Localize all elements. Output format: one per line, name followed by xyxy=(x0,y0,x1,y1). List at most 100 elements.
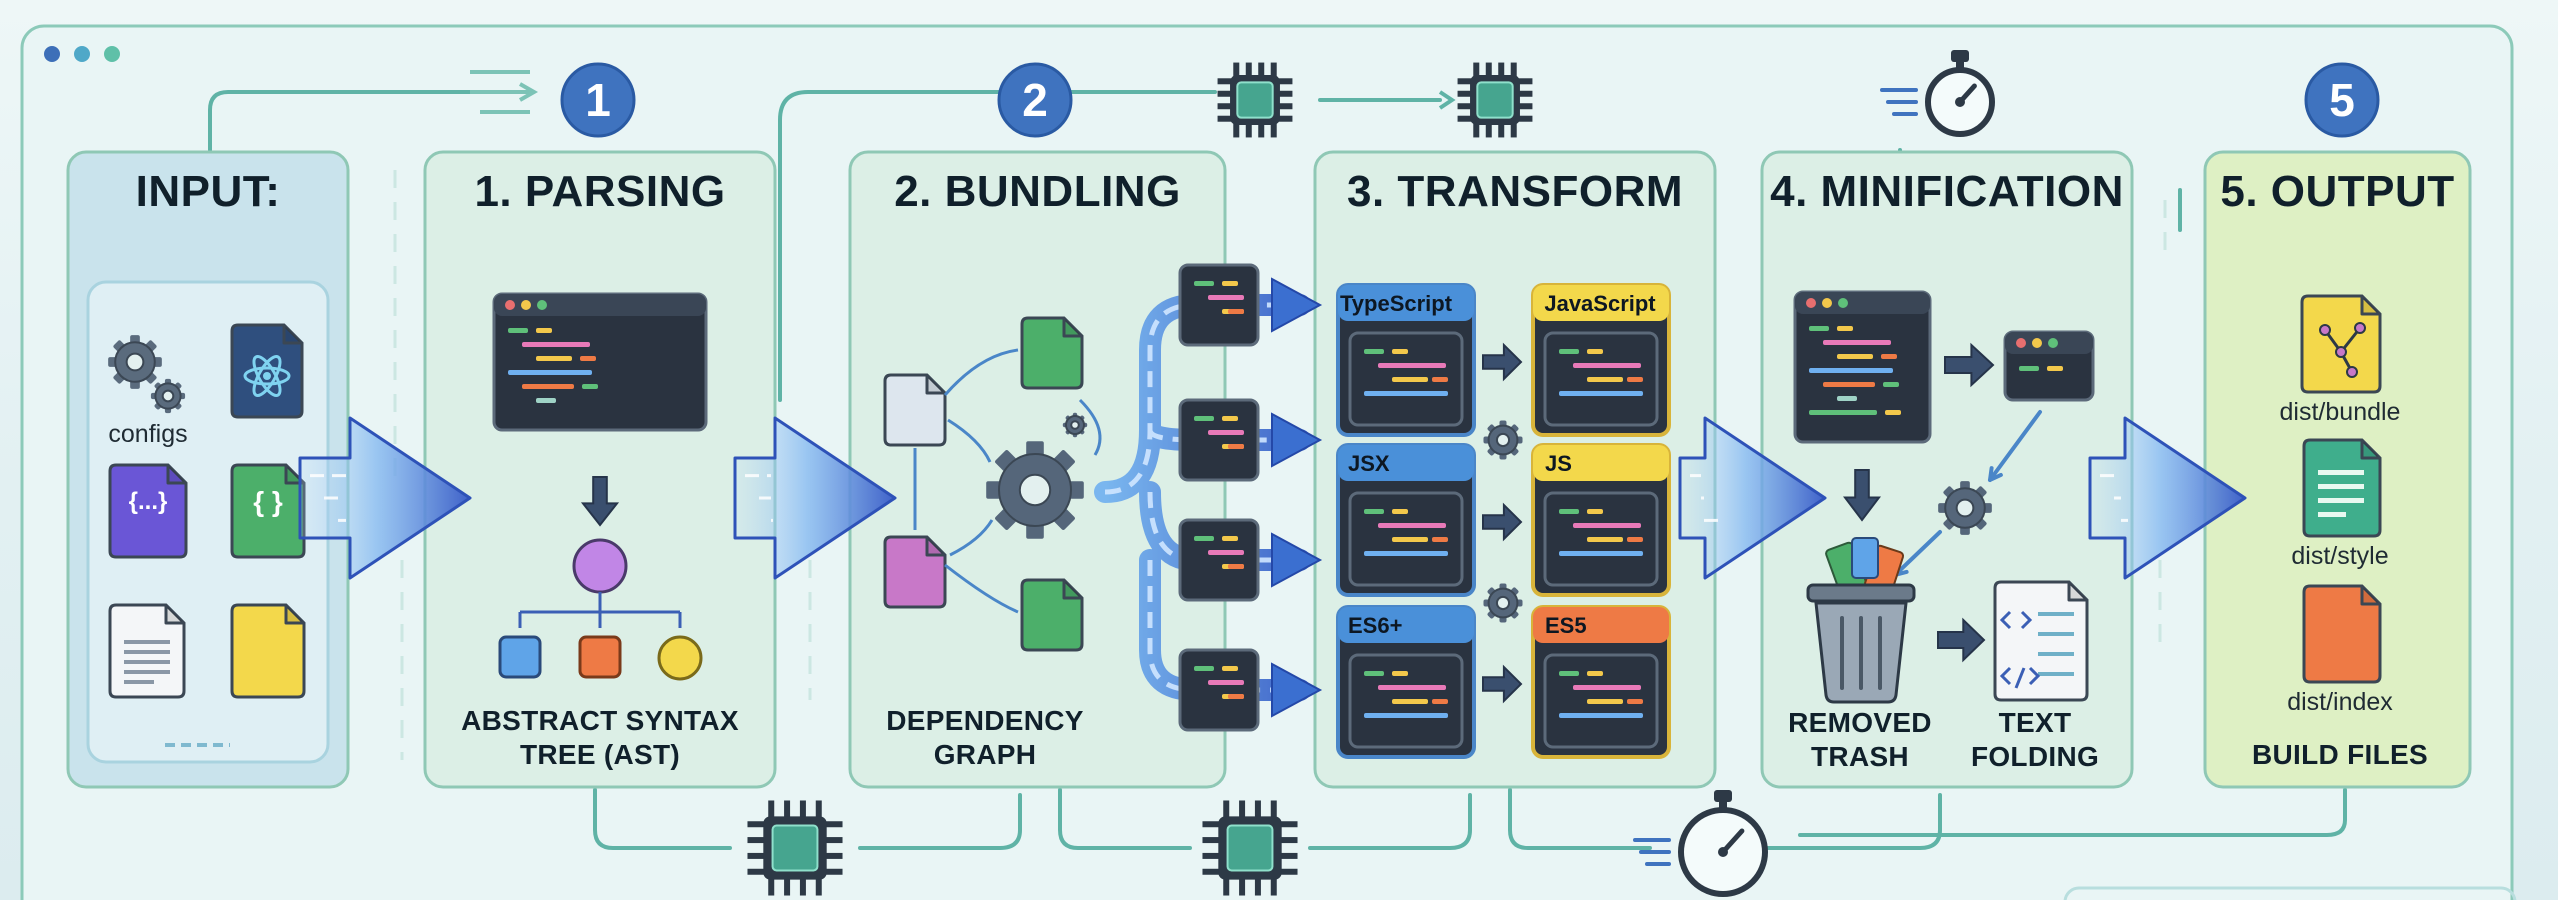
code-window-body xyxy=(1793,290,1932,444)
stopwatch-icon xyxy=(1633,790,1768,897)
module-file-icon xyxy=(1020,316,1084,390)
fold-line xyxy=(2038,612,2074,616)
code-line xyxy=(1364,349,1384,354)
file-fold xyxy=(1062,580,1082,600)
atom-orbit xyxy=(252,355,282,397)
target-code-card xyxy=(1531,443,1671,597)
code-line xyxy=(1392,699,1428,704)
chip-pin xyxy=(1223,875,1230,896)
source-code-card xyxy=(1336,283,1476,437)
code-line xyxy=(1208,295,1244,300)
code-line xyxy=(582,384,598,389)
chunk-arrowhead xyxy=(1271,277,1323,333)
code-line xyxy=(536,356,572,361)
wire-top-2 xyxy=(778,90,1217,402)
stopwatch-crown xyxy=(1714,790,1732,802)
stopwatch-pivot xyxy=(1718,847,1728,857)
chip-pin xyxy=(1245,121,1252,138)
transform-content xyxy=(1336,283,1671,759)
braces-file-glyph: { } xyxy=(253,486,283,517)
down-arrow-icon xyxy=(1842,469,1882,522)
wire-top-1 xyxy=(208,90,532,152)
block-arrow-shape xyxy=(1944,342,1995,388)
code-line xyxy=(1559,349,1579,354)
chip-pin xyxy=(1276,78,1293,85)
code-line xyxy=(1587,349,1603,354)
block-arrow-shape xyxy=(580,476,620,527)
code-line xyxy=(1392,671,1408,676)
step-badge-circle xyxy=(997,62,1073,138)
code-line xyxy=(1559,391,1643,396)
bundle-node xyxy=(2319,324,2331,336)
code-window-body xyxy=(1178,263,1260,347)
ast-root-node xyxy=(572,538,628,594)
code-line xyxy=(1392,349,1408,354)
gear-icon xyxy=(150,378,186,414)
code-line xyxy=(1823,382,1875,387)
minification-content xyxy=(1793,290,2095,704)
code-line xyxy=(1194,281,1214,286)
source-file-icon xyxy=(883,373,947,447)
fold-glyph xyxy=(1999,610,2033,630)
file-body xyxy=(1993,580,2089,702)
stopwatch-pivot xyxy=(1955,97,1965,107)
file-fold xyxy=(2360,440,2380,460)
step-badge-circle xyxy=(2304,62,2380,138)
chip-pin xyxy=(1202,868,1223,875)
ast-caption-line1: ABSTRACT SYNTAX xyxy=(461,705,739,736)
chip-pin xyxy=(1516,115,1533,122)
chip-pin xyxy=(1473,121,1480,138)
stopwatch-icon xyxy=(1880,50,1995,137)
code-line xyxy=(1587,699,1623,704)
target-card-tag xyxy=(1533,285,1669,321)
code-line xyxy=(1222,281,1238,286)
code-line xyxy=(1559,671,1579,676)
gear-hole xyxy=(125,352,145,372)
source-card-tag xyxy=(1338,285,1474,321)
ast-edges xyxy=(518,592,682,628)
chip-pin xyxy=(1516,78,1533,85)
code-line xyxy=(1392,377,1428,382)
source-code-card xyxy=(1336,605,1476,759)
window-dot xyxy=(537,300,547,310)
wire-bottom-4 xyxy=(1308,793,1472,850)
arrow-line xyxy=(1893,530,1942,577)
code-line xyxy=(1432,537,1448,542)
code-line xyxy=(1881,354,1897,359)
chip-pin xyxy=(1276,103,1293,110)
code-line xyxy=(1228,694,1244,699)
block-arrow-shape xyxy=(1482,502,1523,542)
chip-pin xyxy=(1217,103,1234,110)
source-code-card xyxy=(1336,443,1476,597)
code-line xyxy=(1573,363,1641,368)
window-dot xyxy=(1838,298,1848,308)
code-line xyxy=(1559,509,1579,514)
chip-pin xyxy=(747,837,768,844)
code-line xyxy=(508,328,528,333)
stopwatch-stem xyxy=(1719,800,1727,812)
target-card-tag xyxy=(1533,607,1669,643)
cpu-chip-icon xyxy=(1202,800,1298,896)
code-line xyxy=(1573,685,1641,690)
file-fold xyxy=(1062,318,1082,338)
code-window-body xyxy=(1178,398,1260,482)
target-card-tag xyxy=(1533,445,1669,481)
code-line xyxy=(2047,366,2063,371)
code-line xyxy=(1587,671,1603,676)
wire-bottom-3 xyxy=(1058,788,1192,850)
down-arrow-icon xyxy=(580,476,620,527)
file-fold xyxy=(2360,586,2380,606)
chip-pin xyxy=(1270,62,1277,79)
react-atom-icon xyxy=(243,355,291,397)
trash-lid xyxy=(1806,583,1916,603)
block-arrow-shape xyxy=(1482,664,1523,704)
bottom-right-panel-hint xyxy=(2063,886,2517,900)
graph-edge xyxy=(947,418,992,463)
code-line xyxy=(1222,536,1238,541)
chip-pin xyxy=(1239,875,1246,896)
fold-line xyxy=(2038,672,2074,676)
gear-icon xyxy=(986,441,1084,539)
chip-pin xyxy=(1270,121,1277,138)
graph-edge xyxy=(1078,398,1102,456)
gear-hole xyxy=(1018,473,1052,507)
